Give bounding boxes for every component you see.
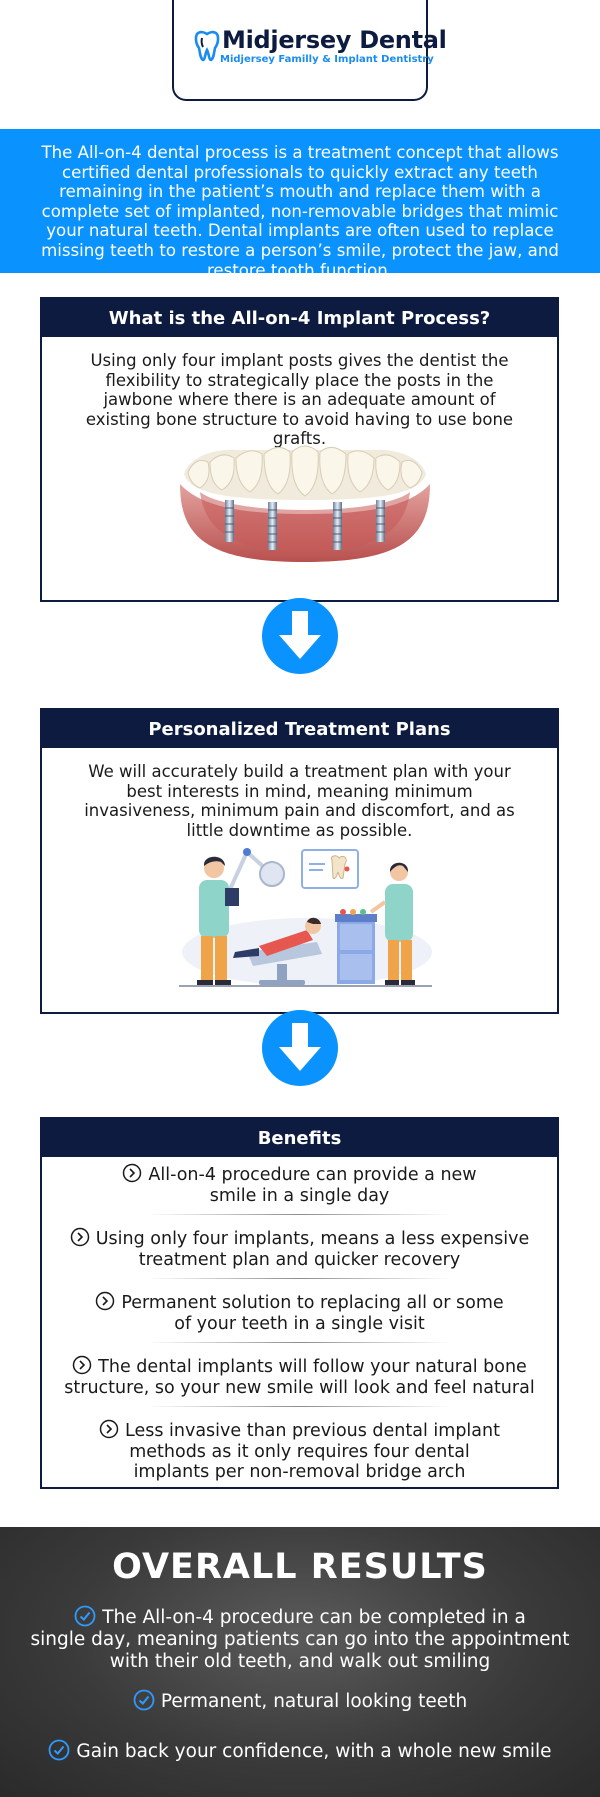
benefit-item: The dental implants will follow your nat… [42, 1355, 557, 1398]
divider [147, 1214, 452, 1215]
logo-name: Midjersey Dental [222, 26, 447, 54]
check-circle-icon [133, 1689, 155, 1711]
divider [147, 1278, 452, 1279]
treatment-plans-card: Personalized Treatment Plans We will acc… [40, 708, 559, 1014]
card-body-text: We will accurately build a treatment pla… [84, 762, 515, 840]
chevron-right-circle-icon [99, 1419, 119, 1439]
chevron-right-circle-icon [70, 1227, 89, 1247]
benefit-item: All-on-4 procedure can provide a new smi… [42, 1163, 557, 1206]
logo-badge: Midjersey Dental Midjersey Familly & Imp… [172, 0, 447, 101]
benefits-card: Benefits All-on-4 procedure can provide … [40, 1117, 559, 1489]
results-title: OVERALL RESULTS [112, 1547, 488, 1587]
benefit-text: Using only four implants, means a less e… [95, 1229, 530, 1249]
divider [147, 1406, 452, 1407]
card-body-text: Using only four implant posts gives the … [85, 351, 514, 448]
result-text: The All-on-4 procedure can be completed … [102, 1607, 526, 1628]
chevron-right-circle-icon [96, 1291, 115, 1311]
result-text: Gain back your confidence, with a whole … [76, 1741, 552, 1762]
result-text: Permanent, natural looking teeth [160, 1691, 468, 1712]
result-item: Gain back your confidence, with a whole … [20, 1739, 580, 1763]
all-on-4-process-card: What is the All-on-4 Implant Process? Us… [40, 297, 559, 602]
card-title: Personalized Treatment Plans [42, 710, 557, 748]
chevron-right-circle-icon [72, 1355, 92, 1375]
benefit-text: All-on-4 procedure can provide a new [148, 1165, 477, 1185]
arrow-down-circle-icon [262, 598, 338, 674]
benefit-text: Permanent solution to replacing all or s… [121, 1293, 504, 1313]
benefit-text: treatment plan and quicker recovery [138, 1249, 461, 1270]
check-circle-icon [49, 1739, 70, 1761]
benefit-text: Less invasive than previous dental impla… [125, 1421, 500, 1441]
chevron-right-circle-icon [123, 1163, 142, 1183]
logo-tagline: Midjersey Familly & Implant Dentistry [220, 54, 434, 65]
benefit-text: of your teeth in a single visit [174, 1313, 425, 1334]
benefit-text: structure, so your new smile will look a… [64, 1377, 535, 1398]
card-title: Benefits [42, 1119, 557, 1157]
arrow-down-circle-icon [262, 1010, 338, 1086]
intro-text: The All-on-4 dental process is a treatme… [41, 143, 559, 280]
benefit-item: Permanent solution to replacing all or s… [42, 1291, 557, 1334]
intro-banner: The All-on-4 dental process is a treatme… [0, 129, 600, 280]
benefit-text: The dental implants will follow your nat… [98, 1357, 527, 1377]
result-text: single day, meaning patients can go into… [30, 1629, 570, 1650]
dental-clinic-illustration [179, 848, 432, 987]
benefit-item: Using only four implants, means a less e… [42, 1227, 557, 1270]
result-item: Permanent, natural looking teeth [20, 1689, 580, 1713]
divider [147, 1342, 452, 1343]
implant-denture-illustration [180, 445, 430, 562]
result-item: The All-on-4 procedure can be completed … [20, 1605, 580, 1673]
result-text: with their old teeth, and walk out smili… [109, 1651, 491, 1672]
benefit-item: Less invasive than previous dental impla… [42, 1419, 557, 1483]
check-circle-icon [74, 1605, 96, 1627]
benefit-text: methods as it only requires four dental [129, 1441, 470, 1462]
benefit-text: smile in a single day [209, 1185, 390, 1206]
benefit-text: implants per non-removal bridge arch [133, 1462, 466, 1482]
card-title: What is the All-on-4 Implant Process? [42, 299, 557, 337]
overall-results-panel: OVERALL RESULTS The All-on-4 procedure c… [0, 1527, 600, 1797]
tooth-icon [194, 30, 220, 62]
